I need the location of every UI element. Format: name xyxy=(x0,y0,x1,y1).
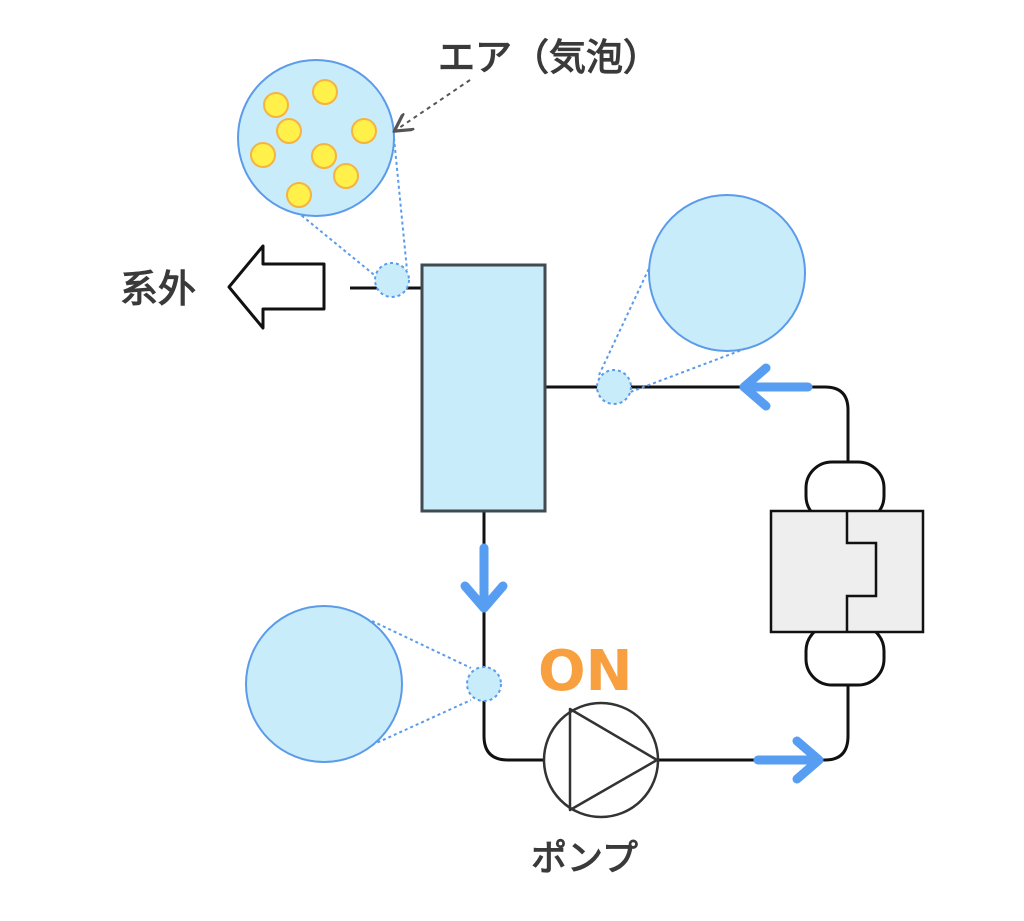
pump-body xyxy=(542,701,660,819)
air-bubble xyxy=(276,118,302,144)
flow-arrow-right-icon xyxy=(753,736,824,784)
discharge-arrow-icon xyxy=(227,244,326,330)
supply-pipe xyxy=(658,685,850,762)
callout-pump-inlet-point xyxy=(245,605,502,763)
air-bubbles-label: エア（気泡） xyxy=(438,36,660,79)
sample-point xyxy=(596,369,632,405)
flow-arrow-left-icon xyxy=(739,363,813,411)
return-pipe xyxy=(545,385,850,462)
callout-vent-point xyxy=(237,59,410,298)
pump-label: ポンプ xyxy=(531,837,638,879)
magnified-view-clear xyxy=(245,605,403,763)
piping xyxy=(350,286,850,762)
out-of-system-label: 系外 xyxy=(120,267,196,311)
magnified-view-clear xyxy=(648,194,806,352)
flow-arrow-down-icon xyxy=(460,543,508,613)
air-bubbles xyxy=(250,79,377,208)
air-bubble xyxy=(311,143,337,169)
pump-on-label: ON xyxy=(538,639,632,704)
callout-return-point xyxy=(596,194,806,405)
pump-suction-pipe xyxy=(482,512,544,762)
pump-icon xyxy=(542,701,660,819)
air-bubble xyxy=(263,92,289,118)
pump-triangle xyxy=(568,707,659,812)
sample-point xyxy=(466,666,502,702)
air-bubble xyxy=(351,118,377,144)
air-bubble xyxy=(333,163,359,189)
device-lower-cap xyxy=(804,623,886,687)
sample-point xyxy=(374,262,410,298)
air-bubble xyxy=(286,182,312,208)
flow-arrows xyxy=(460,363,824,784)
device-divider xyxy=(845,511,878,632)
label-pointer-arrow xyxy=(396,79,471,130)
separator-device-icon xyxy=(769,460,925,687)
air-bubble xyxy=(250,142,276,168)
air-separator-tank xyxy=(420,263,547,513)
air-bubble xyxy=(312,79,338,105)
